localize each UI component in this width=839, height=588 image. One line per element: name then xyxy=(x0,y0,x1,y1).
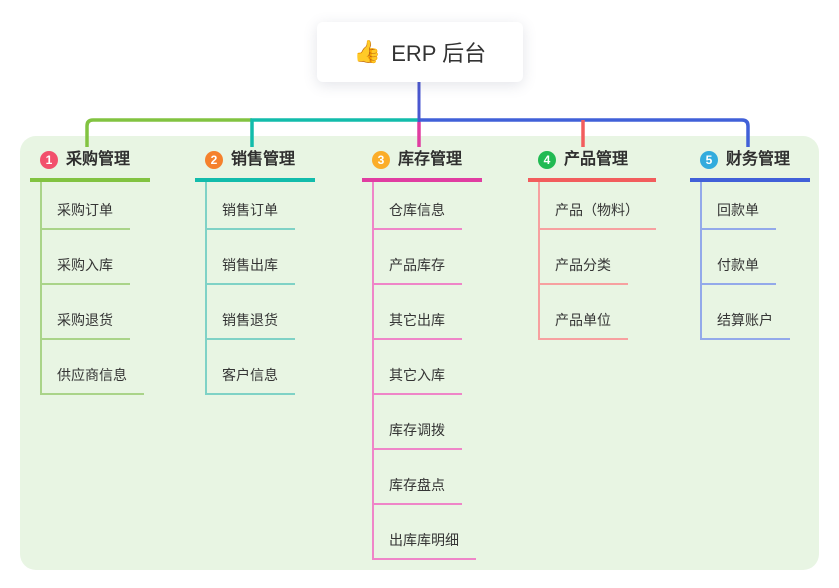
branch: 5 财务管理 回款单付款单结算账户 xyxy=(690,148,810,340)
child-node[interactable]: 产品（物料） xyxy=(540,182,656,230)
child-node[interactable]: 供应商信息 xyxy=(42,340,144,395)
branch-number-badge: 1 xyxy=(40,151,58,169)
child-node[interactable]: 采购入库 xyxy=(42,230,130,285)
child-node[interactable]: 产品库存 xyxy=(374,230,462,285)
child-node[interactable]: 产品单位 xyxy=(540,285,628,340)
branch-children: 采购订单采购入库采购退货供应商信息 xyxy=(40,182,150,395)
child-node[interactable]: 销售退货 xyxy=(207,285,295,340)
branch-label: 产品管理 xyxy=(564,151,629,168)
child-node[interactable]: 库存盘点 xyxy=(374,450,462,505)
child-node[interactable]: 库存调拨 xyxy=(374,395,462,450)
child-node[interactable]: 出库库明细 xyxy=(374,505,476,560)
child-node[interactable]: 采购订单 xyxy=(42,182,130,230)
branch-number-badge: 4 xyxy=(538,151,556,169)
root-node-erp[interactable]: 👍 ERP 后台 xyxy=(317,22,523,82)
child-node[interactable]: 付款单 xyxy=(702,230,776,285)
branch-node[interactable]: 5 财务管理 xyxy=(690,148,810,182)
child-node[interactable]: 销售订单 xyxy=(207,182,295,230)
child-node[interactable]: 回款单 xyxy=(702,182,776,230)
child-node[interactable]: 客户信息 xyxy=(207,340,295,395)
thumbs-up-icon: 👍 xyxy=(353,39,382,64)
child-node[interactable]: 仓库信息 xyxy=(374,182,462,230)
branch: 3 库存管理 仓库信息产品库存其它出库其它入库库存调拨库存盘点出库库明细 xyxy=(362,148,482,560)
branch-number-badge: 5 xyxy=(700,151,718,169)
branch-node[interactable]: 2 销售管理 xyxy=(195,148,315,182)
branch-number-badge: 2 xyxy=(205,151,223,169)
branch-label: 采购管理 xyxy=(66,151,131,168)
branch-node[interactable]: 3 库存管理 xyxy=(362,148,482,182)
child-node[interactable]: 采购退货 xyxy=(42,285,130,340)
branch-children: 销售订单销售出库销售退货客户信息 xyxy=(205,182,315,395)
branch: 4 产品管理 产品（物料）产品分类产品单位 xyxy=(528,148,656,340)
branches-background-panel xyxy=(20,136,819,570)
branch: 1 采购管理 采购订单采购入库采购退货供应商信息 xyxy=(30,148,150,395)
child-node[interactable]: 销售出库 xyxy=(207,230,295,285)
branch-label: 财务管理 xyxy=(726,151,791,168)
branch-label: 销售管理 xyxy=(231,151,296,168)
root-node-label: ERP 后台 xyxy=(391,41,487,66)
branch-children: 产品（物料）产品分类产品单位 xyxy=(538,182,656,340)
branch-children: 仓库信息产品库存其它出库其它入库库存调拨库存盘点出库库明细 xyxy=(372,182,482,560)
child-node[interactable]: 其它入库 xyxy=(374,340,462,395)
child-node[interactable]: 其它出库 xyxy=(374,285,462,340)
branch-node[interactable]: 4 产品管理 xyxy=(528,148,656,182)
branch-label: 库存管理 xyxy=(398,151,463,168)
child-node[interactable]: 结算账户 xyxy=(702,285,790,340)
child-node[interactable]: 产品分类 xyxy=(540,230,628,285)
branch-number-badge: 3 xyxy=(372,151,390,169)
branch-children: 回款单付款单结算账户 xyxy=(700,182,810,340)
branch-node[interactable]: 1 采购管理 xyxy=(30,148,150,182)
branch: 2 销售管理 销售订单销售出库销售退货客户信息 xyxy=(195,148,315,395)
